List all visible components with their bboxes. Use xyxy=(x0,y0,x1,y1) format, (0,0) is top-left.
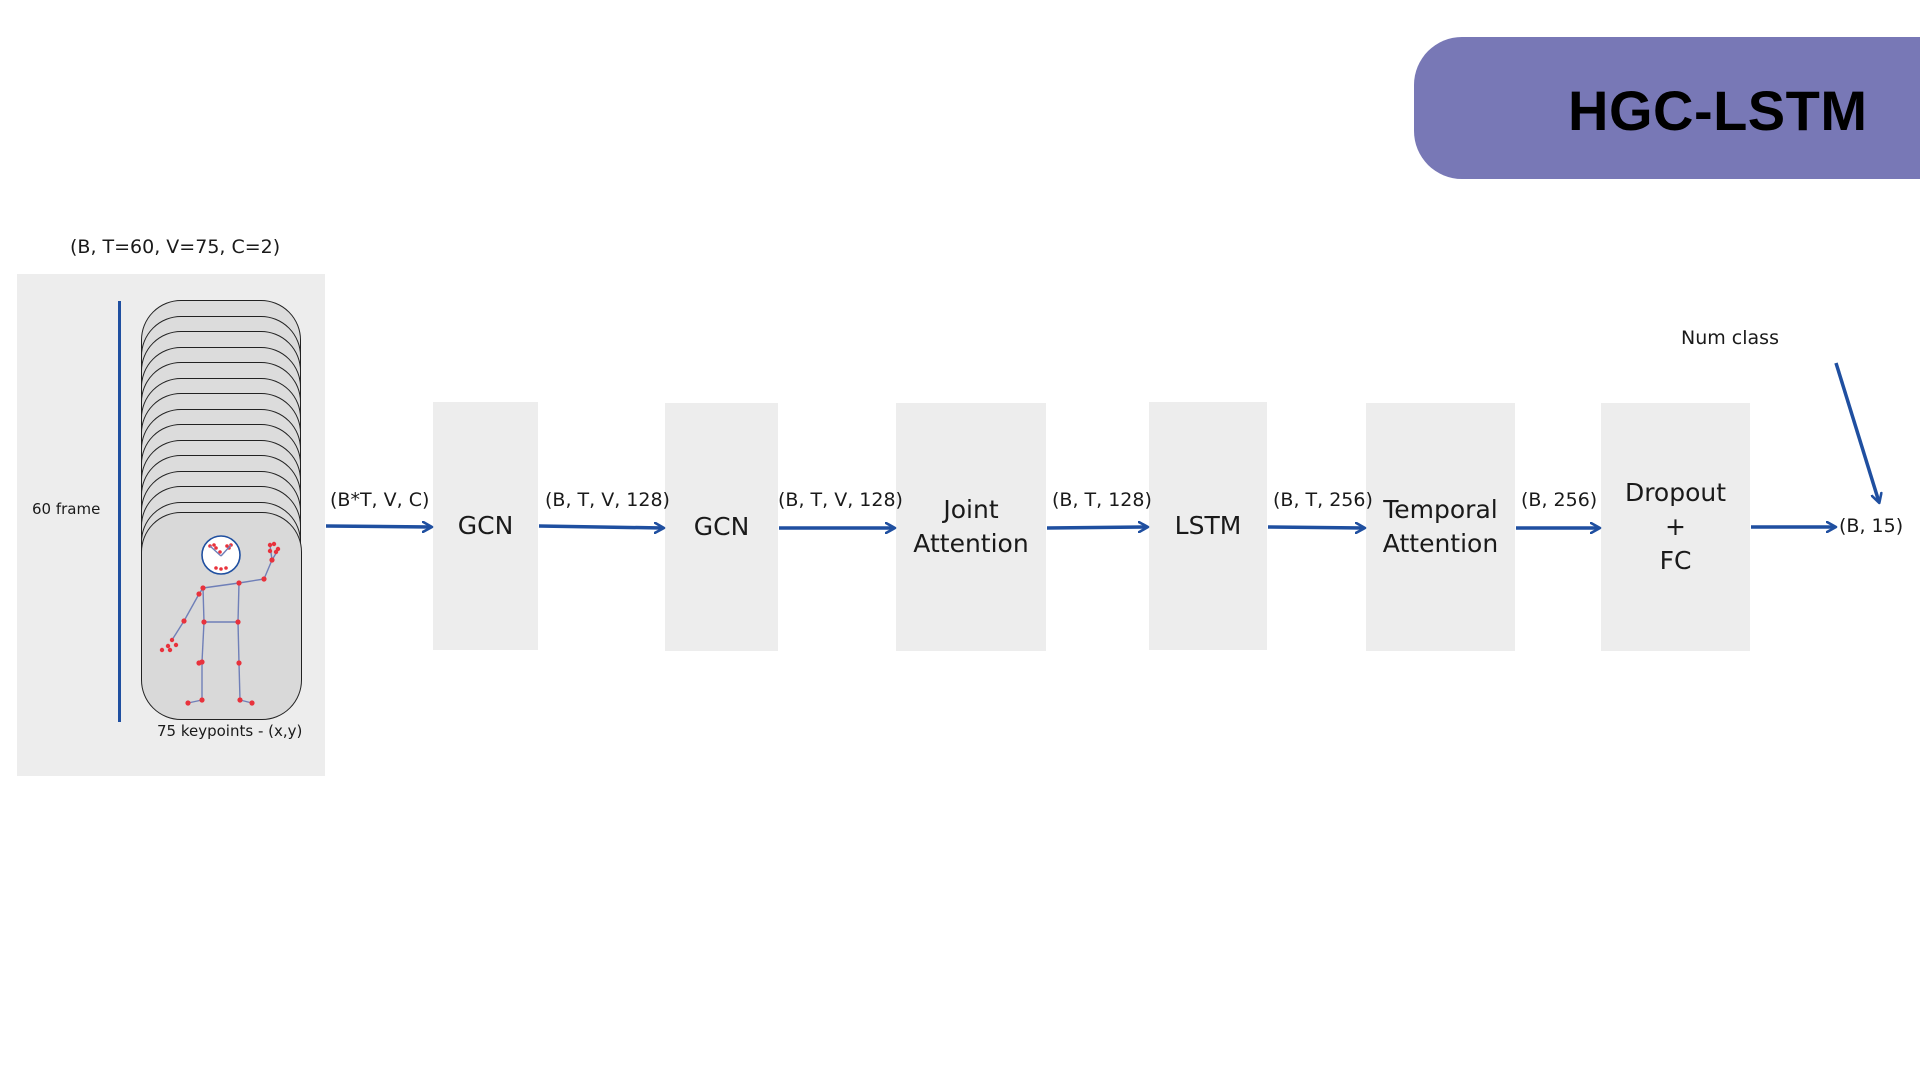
keypoint xyxy=(181,618,187,624)
num-class-label: Num class xyxy=(1681,327,1779,349)
block-gcn-2: GCN xyxy=(665,403,778,651)
skeleton-bone xyxy=(202,587,205,623)
keypoint xyxy=(214,566,218,570)
keypoint xyxy=(235,619,241,625)
arrow-gcn1-to-gcn2 xyxy=(538,526,663,528)
edge-label-4: (B, T, 128) xyxy=(1052,489,1152,511)
keypoint xyxy=(200,585,206,591)
keypoint xyxy=(261,576,267,582)
keypoints-label: 75 keypoints - (x,y) xyxy=(157,722,303,740)
keypoint xyxy=(271,541,277,547)
block-gcn-1: GCN xyxy=(433,402,538,650)
block-dropout-fc-label: Dropout + FC xyxy=(1624,478,1727,575)
block-lstm-label: LSTM xyxy=(1174,511,1242,540)
skeleton-bone xyxy=(263,559,273,580)
keypoint xyxy=(249,700,255,706)
skeleton-bone xyxy=(237,582,240,623)
edge-label-2: (B, T, V, 128) xyxy=(545,489,670,511)
block-joint-attention: Joint Attention xyxy=(896,403,1046,651)
skeleton-bone xyxy=(209,545,222,557)
keypoint xyxy=(267,542,273,548)
keypoint xyxy=(165,643,171,649)
skeleton-bone xyxy=(202,582,240,589)
arrow-input-to-gcn1 xyxy=(325,526,431,527)
block-gcn-1-label: GCN xyxy=(457,511,514,540)
skeleton-bone xyxy=(171,620,185,641)
keypoint xyxy=(169,637,175,643)
keypoint xyxy=(201,619,207,625)
keypoint xyxy=(219,567,223,571)
frame-count-label: 60 frame xyxy=(32,500,101,518)
edge-label-1: (B*T, V, C) xyxy=(330,489,430,511)
input-shape-label: (B, T=60, V=75, C=2) xyxy=(70,236,281,258)
block-lstm: LSTM xyxy=(1149,402,1267,650)
edge-label-5: (B, T, 256) xyxy=(1273,489,1373,511)
keypoint xyxy=(159,647,165,653)
keypoint xyxy=(212,543,216,547)
keypoint xyxy=(214,546,218,550)
block-temporal-attention: Temporal Attention xyxy=(1366,403,1515,651)
keypoint xyxy=(199,697,205,703)
keypoint xyxy=(236,660,242,666)
title-banner xyxy=(1414,37,1920,179)
keypoint xyxy=(173,642,179,648)
frame-axis-line xyxy=(118,301,121,722)
keypoint xyxy=(267,548,273,554)
skeleton-bone xyxy=(201,621,205,663)
skeleton-bone xyxy=(237,621,240,664)
keypoint xyxy=(196,591,202,597)
block-joint-attention-label: Joint Attention xyxy=(913,495,1029,558)
skeleton-bone xyxy=(238,578,265,584)
keypoint xyxy=(224,566,228,570)
arrow-lstm-to-temporal-attention xyxy=(1267,527,1364,528)
keypoint xyxy=(196,660,202,666)
edge-label-3: (B, T, V, 128) xyxy=(778,489,903,511)
block-dropout-fc: Dropout + FC xyxy=(1601,403,1750,651)
skeleton-bone xyxy=(220,544,232,557)
keypoint xyxy=(269,557,275,563)
keypoint xyxy=(237,697,243,703)
arrow-num-class-to-output xyxy=(1834,362,1879,502)
block-temporal-attention-label: Temporal Attention xyxy=(1382,495,1499,558)
keypoint xyxy=(273,549,279,555)
skeleton-bone xyxy=(183,593,200,622)
block-gcn-2-label: GCN xyxy=(693,512,750,541)
keypoint xyxy=(236,580,242,586)
diagram-title: HGC-LSTM xyxy=(1568,79,1868,142)
arrow-joint-attention-to-lstm xyxy=(1046,527,1147,528)
keypoint xyxy=(218,550,222,554)
edge-label-6: (B, 256) xyxy=(1521,489,1598,511)
keypoint xyxy=(167,647,173,653)
keypoint xyxy=(185,700,191,706)
output-label: (B, 15) xyxy=(1839,515,1904,537)
skeleton-bone xyxy=(238,662,241,701)
